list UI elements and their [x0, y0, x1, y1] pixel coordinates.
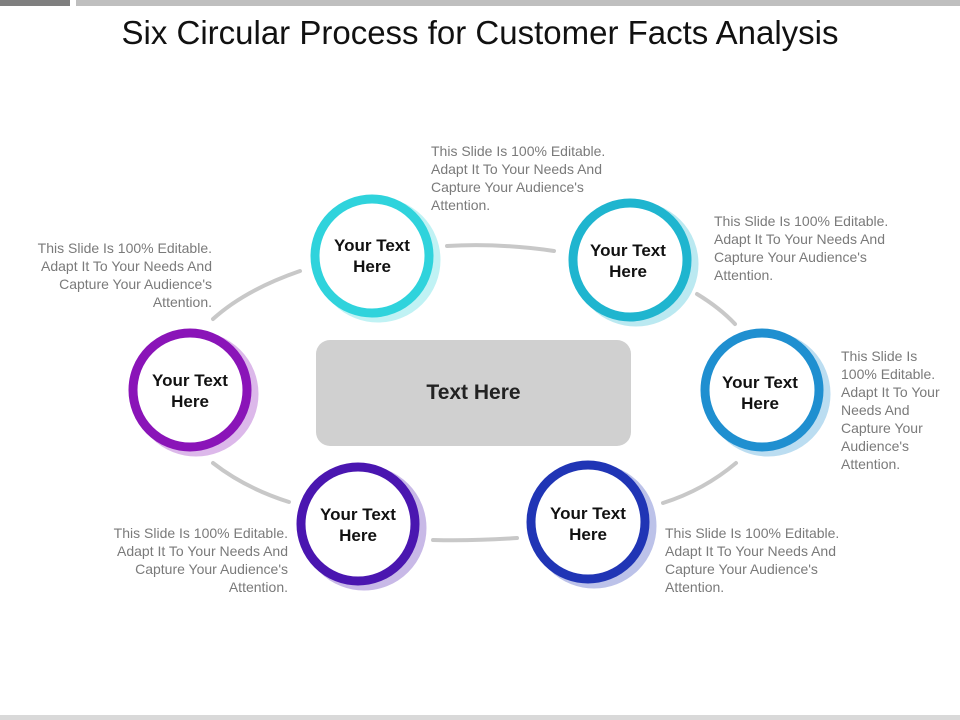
connector-arc-1 — [445, 243, 556, 253]
connector-arc-2 — [695, 292, 737, 326]
node-3-description: This Slide Is 100% Editable. Adapt It To… — [841, 348, 940, 472]
node-5-ring — [296, 462, 420, 586]
node-5-disc — [305, 471, 411, 577]
node-2-description: This Slide Is 100% Editable. Adapt It To… — [714, 213, 889, 283]
node-5-label: Your Text Here — [320, 505, 396, 545]
node-4-disc — [535, 469, 641, 575]
node-1-label: Your Text Here — [334, 236, 410, 276]
node-6-disc — [137, 337, 243, 443]
slide-title: Six Circular Process for Customer Facts … — [121, 14, 839, 51]
connector-arc-4 — [431, 536, 519, 543]
bottom-accent-bar — [0, 715, 960, 720]
node-5-description: This Slide Is 100% Editable. Adapt It To… — [113, 525, 288, 595]
center-label: Text Here — [426, 381, 521, 404]
top-accent-bar-light — [76, 0, 960, 6]
connector-arcs — [211, 243, 738, 543]
node-4-label: Your Text Here — [550, 504, 626, 544]
connector-arc-5 — [211, 461, 291, 504]
node-2-disc — [577, 207, 683, 313]
node-1-description: This Slide Is 100% Editable. Adapt It To… — [431, 143, 606, 213]
node-3-label: Your Text Here — [722, 373, 798, 413]
node-6-ring — [128, 328, 252, 452]
node-6-description: This Slide Is 100% Editable. Adapt It To… — [37, 240, 212, 310]
process-rings — [128, 194, 831, 591]
node-3-ring — [700, 328, 824, 452]
node-6-label: Your Text Here — [152, 371, 228, 411]
node-1-disc — [319, 203, 425, 309]
node-4-description: This Slide Is 100% Editable. Adapt It To… — [665, 525, 840, 595]
center-box: Text Here — [316, 340, 631, 446]
node-1-ring — [310, 194, 434, 318]
node-2-ring — [568, 198, 692, 322]
node-2-label: Your Text Here — [590, 241, 666, 281]
node-4-ring — [526, 460, 650, 584]
connector-arc-6 — [211, 269, 302, 321]
connector-arc-3 — [661, 461, 738, 505]
node-3-disc — [709, 337, 815, 443]
top-accent-bar-dark — [0, 0, 70, 6]
